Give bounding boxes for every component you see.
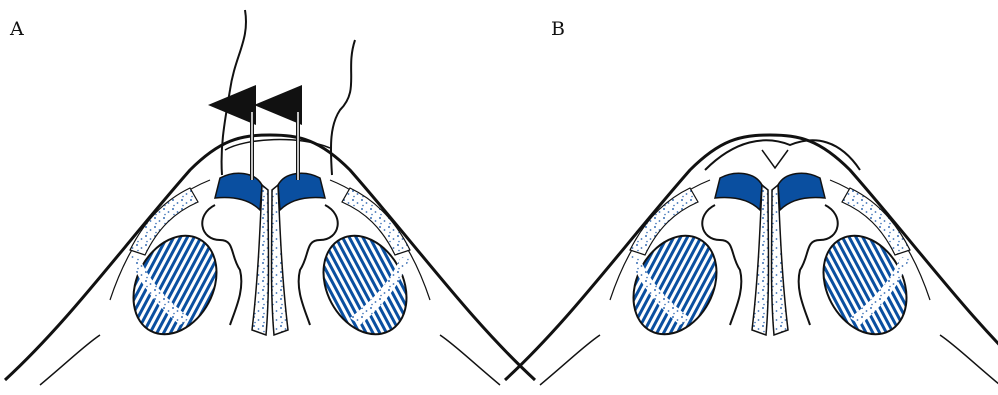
panel-a-diagram (5, 10, 535, 385)
nasal-tip-outline (705, 140, 860, 170)
panel-b-diagram (505, 135, 998, 385)
tip-cleft (762, 150, 788, 168)
